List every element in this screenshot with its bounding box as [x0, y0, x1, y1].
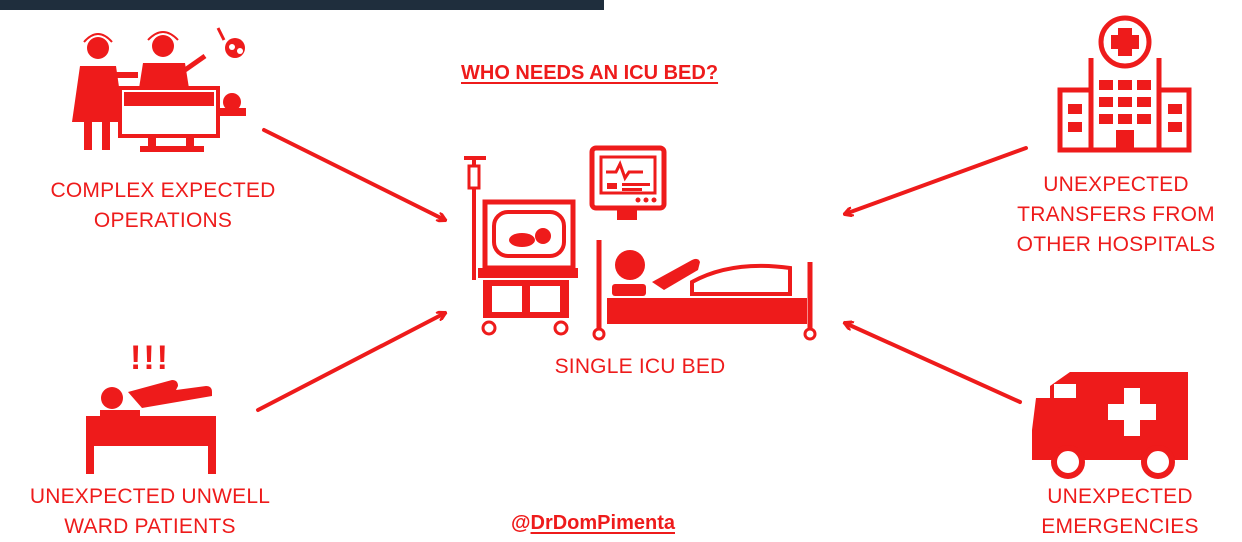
label-line: OTHER HOSPITALS	[1016, 233, 1216, 256]
handle-at: @	[511, 512, 531, 534]
label-line: UNEXPECTED UNWELL	[29, 485, 271, 508]
arrow-transfers-to-bed	[845, 146, 1028, 214]
label-ward-patients: UNEXPECTED UNWELL WARD PATIENTS	[0, 482, 300, 542]
top-dark-bar	[0, 0, 604, 10]
author-handle[interactable]: @DrDomPimenta	[511, 512, 771, 535]
label-complex-operations: COMPLEX EXPECTED OPERATIONS	[18, 176, 308, 236]
hospital-building-icon	[1057, 15, 1192, 153]
alert-marks: !!!	[130, 339, 170, 377]
label-single-icu-bed: SINGLE ICU BED	[554, 355, 726, 378]
label-line: TRANSFERS FROM	[1017, 203, 1215, 226]
label-transfers: UNEXPECTED TRANSFERS FROM OTHER HOSPITAL…	[990, 170, 1242, 260]
unwell-patient-bed-icon	[86, 380, 216, 474]
arrow-operations-to-bed	[262, 128, 445, 220]
label-line: UNEXPECTED	[1043, 173, 1189, 196]
arrow-ward-to-bed	[256, 313, 445, 412]
surgery-team-icon	[72, 27, 246, 152]
label-line: COMPLEX EXPECTED	[50, 179, 276, 202]
label-emergencies: UNEXPECTED EMERGENCIES	[1010, 482, 1230, 542]
label-line: OPERATIONS	[93, 209, 233, 232]
page-title: WHO NEEDS AN ICU BED?	[461, 62, 719, 84]
arrow-emergencies-to-bed	[845, 323, 1022, 404]
ambulance-icon	[1032, 372, 1188, 479]
label-line: UNEXPECTED	[1047, 485, 1193, 508]
label-line: EMERGENCIES	[1041, 515, 1199, 538]
handle-name: DrDomPimenta	[530, 512, 675, 534]
icu-bed-icon	[464, 145, 817, 341]
label-line: WARD PATIENTS	[64, 515, 236, 538]
